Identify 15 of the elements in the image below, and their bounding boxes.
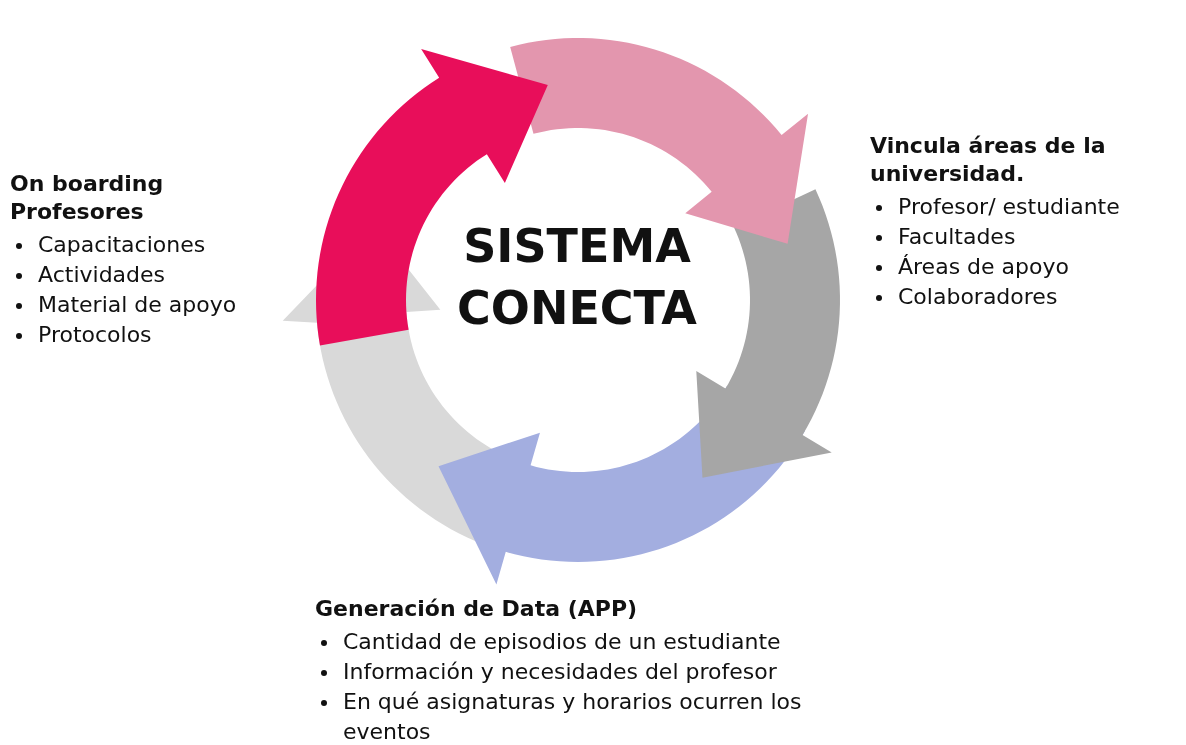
bullet-item: Actividades (10, 260, 280, 290)
center-title: SISTEMA CONECTA (456, 218, 698, 337)
bullet-item: En qué asignaturas y horarios ocurren los eventos (315, 687, 895, 745)
bullet-item: Capacitaciones (10, 230, 280, 260)
bullet-item: Material de apoyo (10, 290, 280, 320)
bullet-item: Áreas de apoyo (870, 252, 1186, 282)
bullet-item: Información y necesidades del profesor (315, 657, 895, 687)
section-heading: Vincula áreas de la universidad. (870, 132, 1107, 188)
bullet-item: Colaboradores (870, 282, 1186, 312)
section-heading: Generación de Data (APP) (315, 595, 639, 623)
bullet-item: Protocolos (10, 320, 280, 350)
bullet-item: Profesor/ estudiante (870, 192, 1186, 222)
bullet-item: Cantidad de episodios de un estudiante (315, 627, 895, 657)
section-heading: On boarding Profesores (10, 170, 165, 226)
bullet-item: Facultades (870, 222, 1186, 252)
